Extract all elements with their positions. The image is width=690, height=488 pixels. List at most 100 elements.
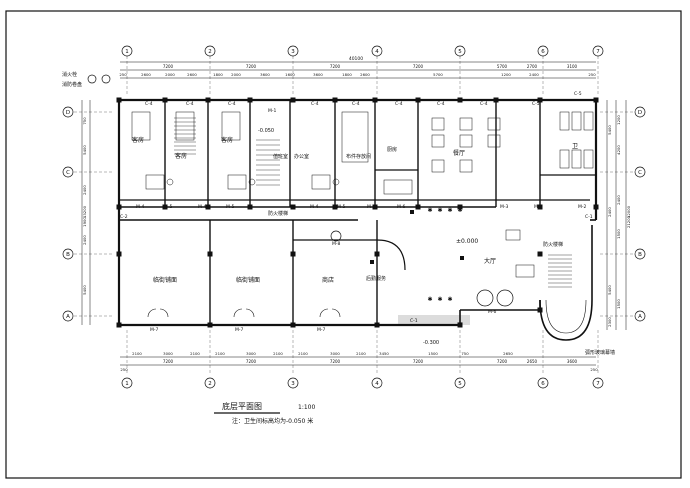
door-tag: M-7: [317, 327, 326, 333]
dim-text-top-sub: 1800: [213, 72, 223, 77]
structural-column: [290, 204, 296, 210]
dim-text-bottom: 7200: [497, 359, 508, 364]
structural-column: [290, 251, 296, 257]
dim-text-right: 5400: [607, 125, 612, 135]
dim-text-left: 5400: [82, 285, 87, 295]
planter-icon: ✱: [437, 296, 442, 303]
dim-text-top: 7200: [330, 64, 341, 69]
grid-label-bottom: 2: [208, 381, 212, 387]
grid-bubble-top: [454, 45, 466, 57]
grid-label-right: D: [638, 110, 642, 116]
wc-stall: [583, 111, 594, 131]
dim-text-top-sub: 2000: [231, 72, 241, 77]
bathtub: [311, 174, 331, 190]
dim-text-top: 7200: [246, 64, 257, 69]
annotation-glass-wall: 弧形玻璃幕墙: [585, 349, 615, 356]
bed: [221, 111, 241, 141]
structural-column: [205, 204, 211, 210]
structural-column: [162, 204, 168, 210]
dim-text-bottom-sub: 750: [461, 351, 469, 356]
window-tag: C-4: [395, 101, 403, 107]
dim-text-left: 13200: [82, 205, 87, 218]
dim-text-bottom-sub: 2100: [215, 351, 225, 356]
legend-fire-hydrant-label: 消火栓: [62, 71, 77, 78]
structural-column: [116, 322, 122, 328]
grid-bubble-bottom: [537, 377, 549, 389]
door-swing: [159, 308, 169, 318]
door-tag: M-7: [150, 327, 159, 333]
structural-column: [537, 97, 543, 103]
dim-text-top-sub: 250: [588, 72, 596, 77]
planter-icon: ✱: [427, 296, 432, 303]
grid-label-right: B: [638, 252, 642, 258]
grid-bubble-top: [537, 45, 549, 57]
dim-text-total: 40100: [349, 56, 363, 62]
dining-table: [487, 134, 501, 148]
elevation-hall: ±0.000: [456, 238, 478, 245]
grid-label-right: C: [638, 170, 642, 176]
door-tag: M-8: [332, 241, 341, 247]
plan-title: 底层平面图: [222, 401, 262, 411]
dim-text-top-sub: 2400: [529, 72, 539, 77]
dim-text-top-sub: 250: [119, 72, 127, 77]
dining-table: [459, 159, 473, 173]
structural-column: [372, 97, 378, 103]
structural-column: [537, 204, 543, 210]
door-swing-shop: [330, 230, 342, 242]
grid-label-top: 4: [375, 49, 379, 55]
room-label-linen: 布件存放间: [346, 153, 371, 160]
door-tag: M-2: [534, 204, 543, 210]
dim-text-bottom: 2650: [527, 359, 538, 364]
furniture-layer: ✱✱✱✱✱✱✱: [131, 111, 594, 325]
dim-text-right: 4200: [616, 145, 621, 155]
dim-text-right: 12000: [626, 205, 631, 218]
window-tag: C-4: [480, 101, 488, 107]
window-tag: C-4: [352, 101, 360, 107]
structural-column: [116, 204, 122, 210]
linen-shelf: [341, 111, 369, 163]
grid-label-right: A: [638, 314, 642, 320]
door-tag: M-5: [337, 204, 346, 210]
dim-text-bottom: 7200: [163, 359, 174, 364]
dining-table: [431, 134, 445, 148]
dim-text-top-sub: 1200: [501, 72, 511, 77]
door-tags: M-1 M-8 M-7 M-7 M-7 M-6 C-1 M-4 M-5 M-4 …: [120, 91, 593, 333]
structural-column: [593, 204, 599, 210]
structural-column: [247, 204, 253, 210]
room-label-shop-1: 临街铺面: [153, 276, 177, 284]
grid-label-top: 1: [125, 49, 129, 55]
fire-hydrant-icon: [370, 260, 374, 264]
planter-icon: ✱: [437, 207, 442, 214]
dim-text-edge: 250: [120, 367, 128, 372]
revolving-door: [496, 289, 514, 307]
grid-bubble-left: [62, 310, 74, 322]
structural-column: [162, 97, 168, 103]
door-swing: [245, 308, 255, 318]
dim-text-right: 2300: [607, 317, 612, 327]
door-tag: M-3: [500, 204, 509, 210]
bathtub: [227, 174, 247, 190]
grid-label-left: A: [66, 314, 70, 320]
grid-label-left: D: [66, 110, 70, 116]
elevation-room: -0.050: [258, 128, 274, 134]
planter-icon: ✱: [427, 207, 432, 214]
structural-column: [116, 251, 122, 257]
door-tag: C-1: [410, 318, 418, 324]
dim-text-right: 1500: [616, 299, 621, 309]
grid-label-bottom: 7: [596, 381, 600, 387]
toilet: [248, 178, 256, 186]
room-label-duty: 值班室: [273, 153, 288, 160]
structural-column: [290, 322, 296, 328]
dim-text-top-sub: 2600: [141, 72, 151, 77]
room-label-fire-stair-2: 防火楼梯: [543, 241, 563, 248]
room-label-kitchen: 厨房: [387, 146, 397, 153]
door-tag: M-7: [235, 327, 244, 333]
dim-text-right: 5400: [607, 285, 612, 295]
structural-column: [493, 97, 499, 103]
dim-text-left: 750: [82, 117, 87, 125]
structural-column: [290, 97, 296, 103]
door-tag: M-6: [488, 309, 497, 315]
door-tag: M-4: [310, 204, 319, 210]
